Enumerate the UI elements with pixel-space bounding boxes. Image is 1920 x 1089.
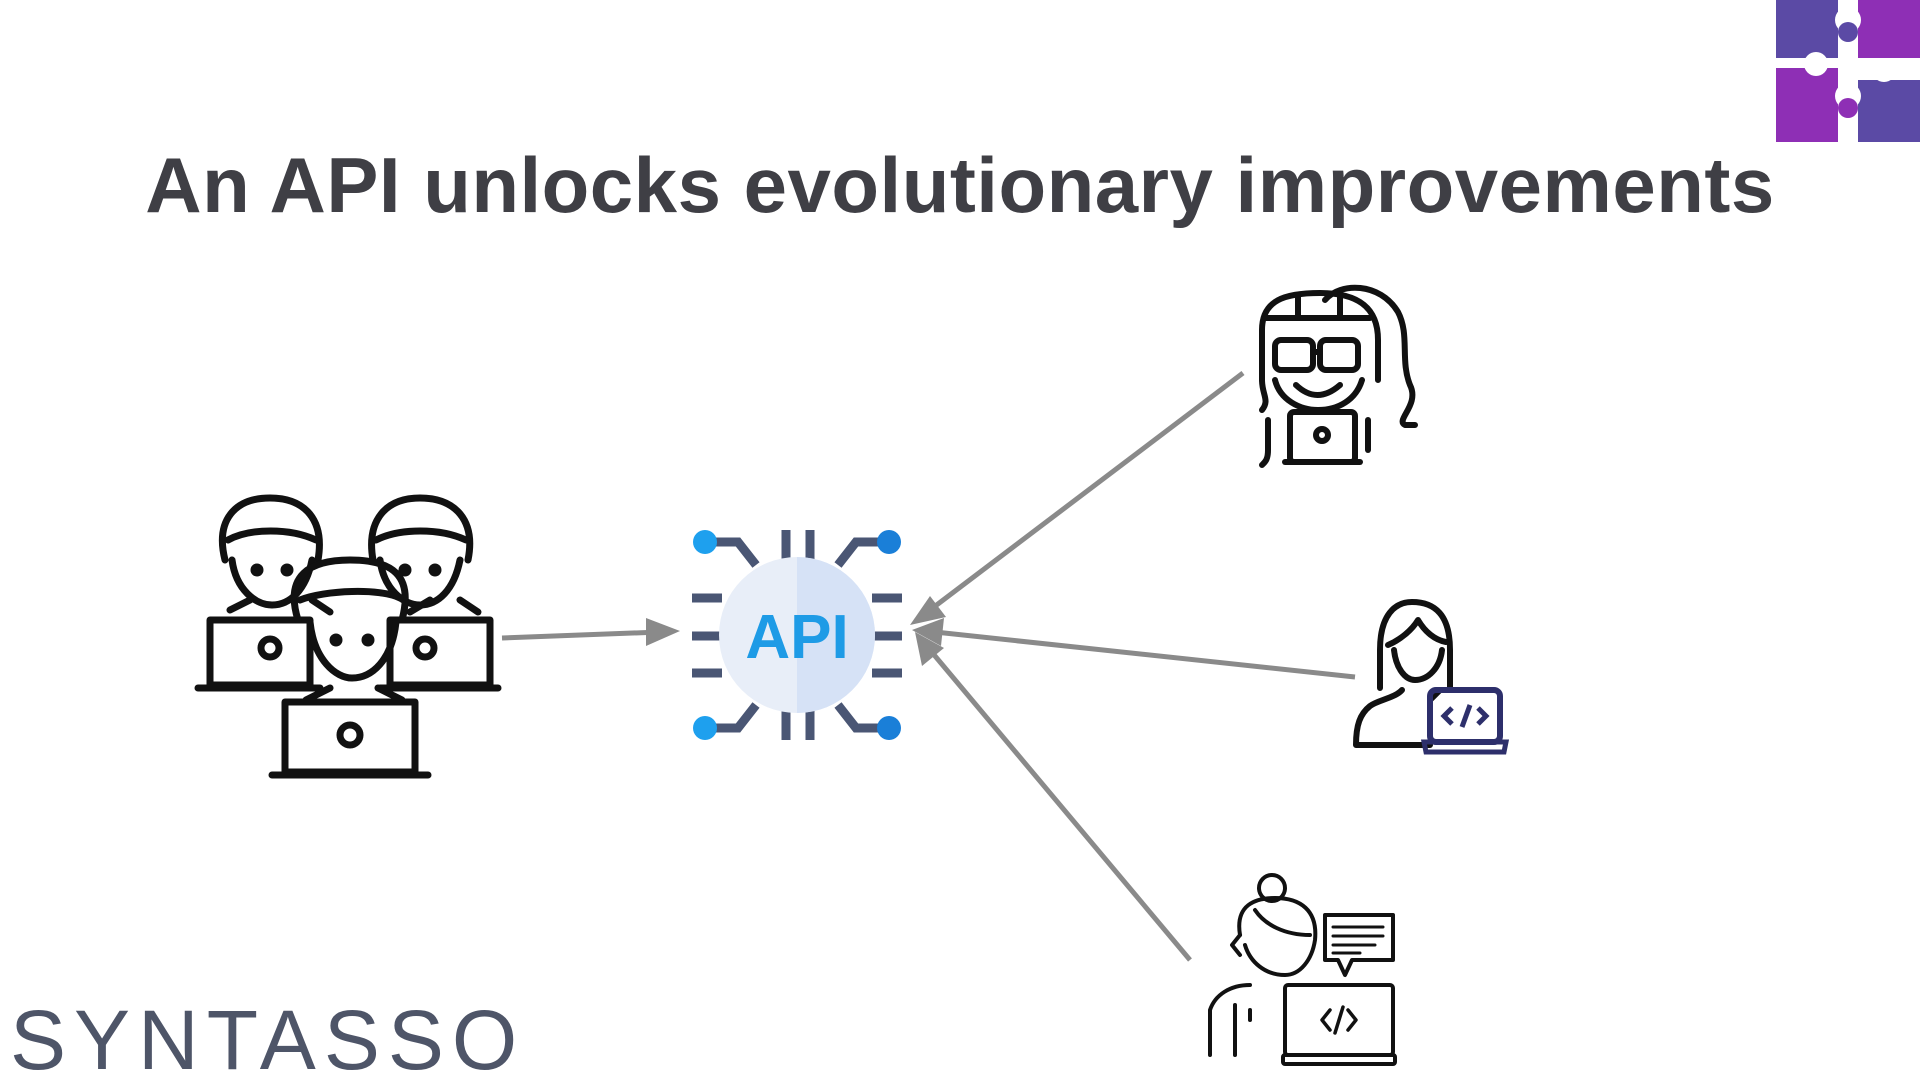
puzzle-logo-icon (1776, 0, 1920, 142)
arrow-chat-dev-to-api (915, 632, 1192, 962)
developer-team-icon (194, 494, 502, 779)
developer-with-chat-icon (1208, 873, 1397, 1066)
arrow-team-to-api (501, 618, 680, 646)
coder-with-laptop-icon (1353, 599, 1510, 755)
slide-title: An API unlocks evolutionary improvements (145, 141, 1775, 229)
arrow-coder-to-api (912, 618, 1356, 680)
api-chip-icon: API (692, 530, 902, 740)
brand-wordmark: SYNTASSO (10, 993, 526, 1087)
arrow-glasses-dev-to-api (910, 371, 1245, 625)
api-label: API (745, 603, 848, 672)
developer-with-glasses-icon (1259, 284, 1418, 468)
